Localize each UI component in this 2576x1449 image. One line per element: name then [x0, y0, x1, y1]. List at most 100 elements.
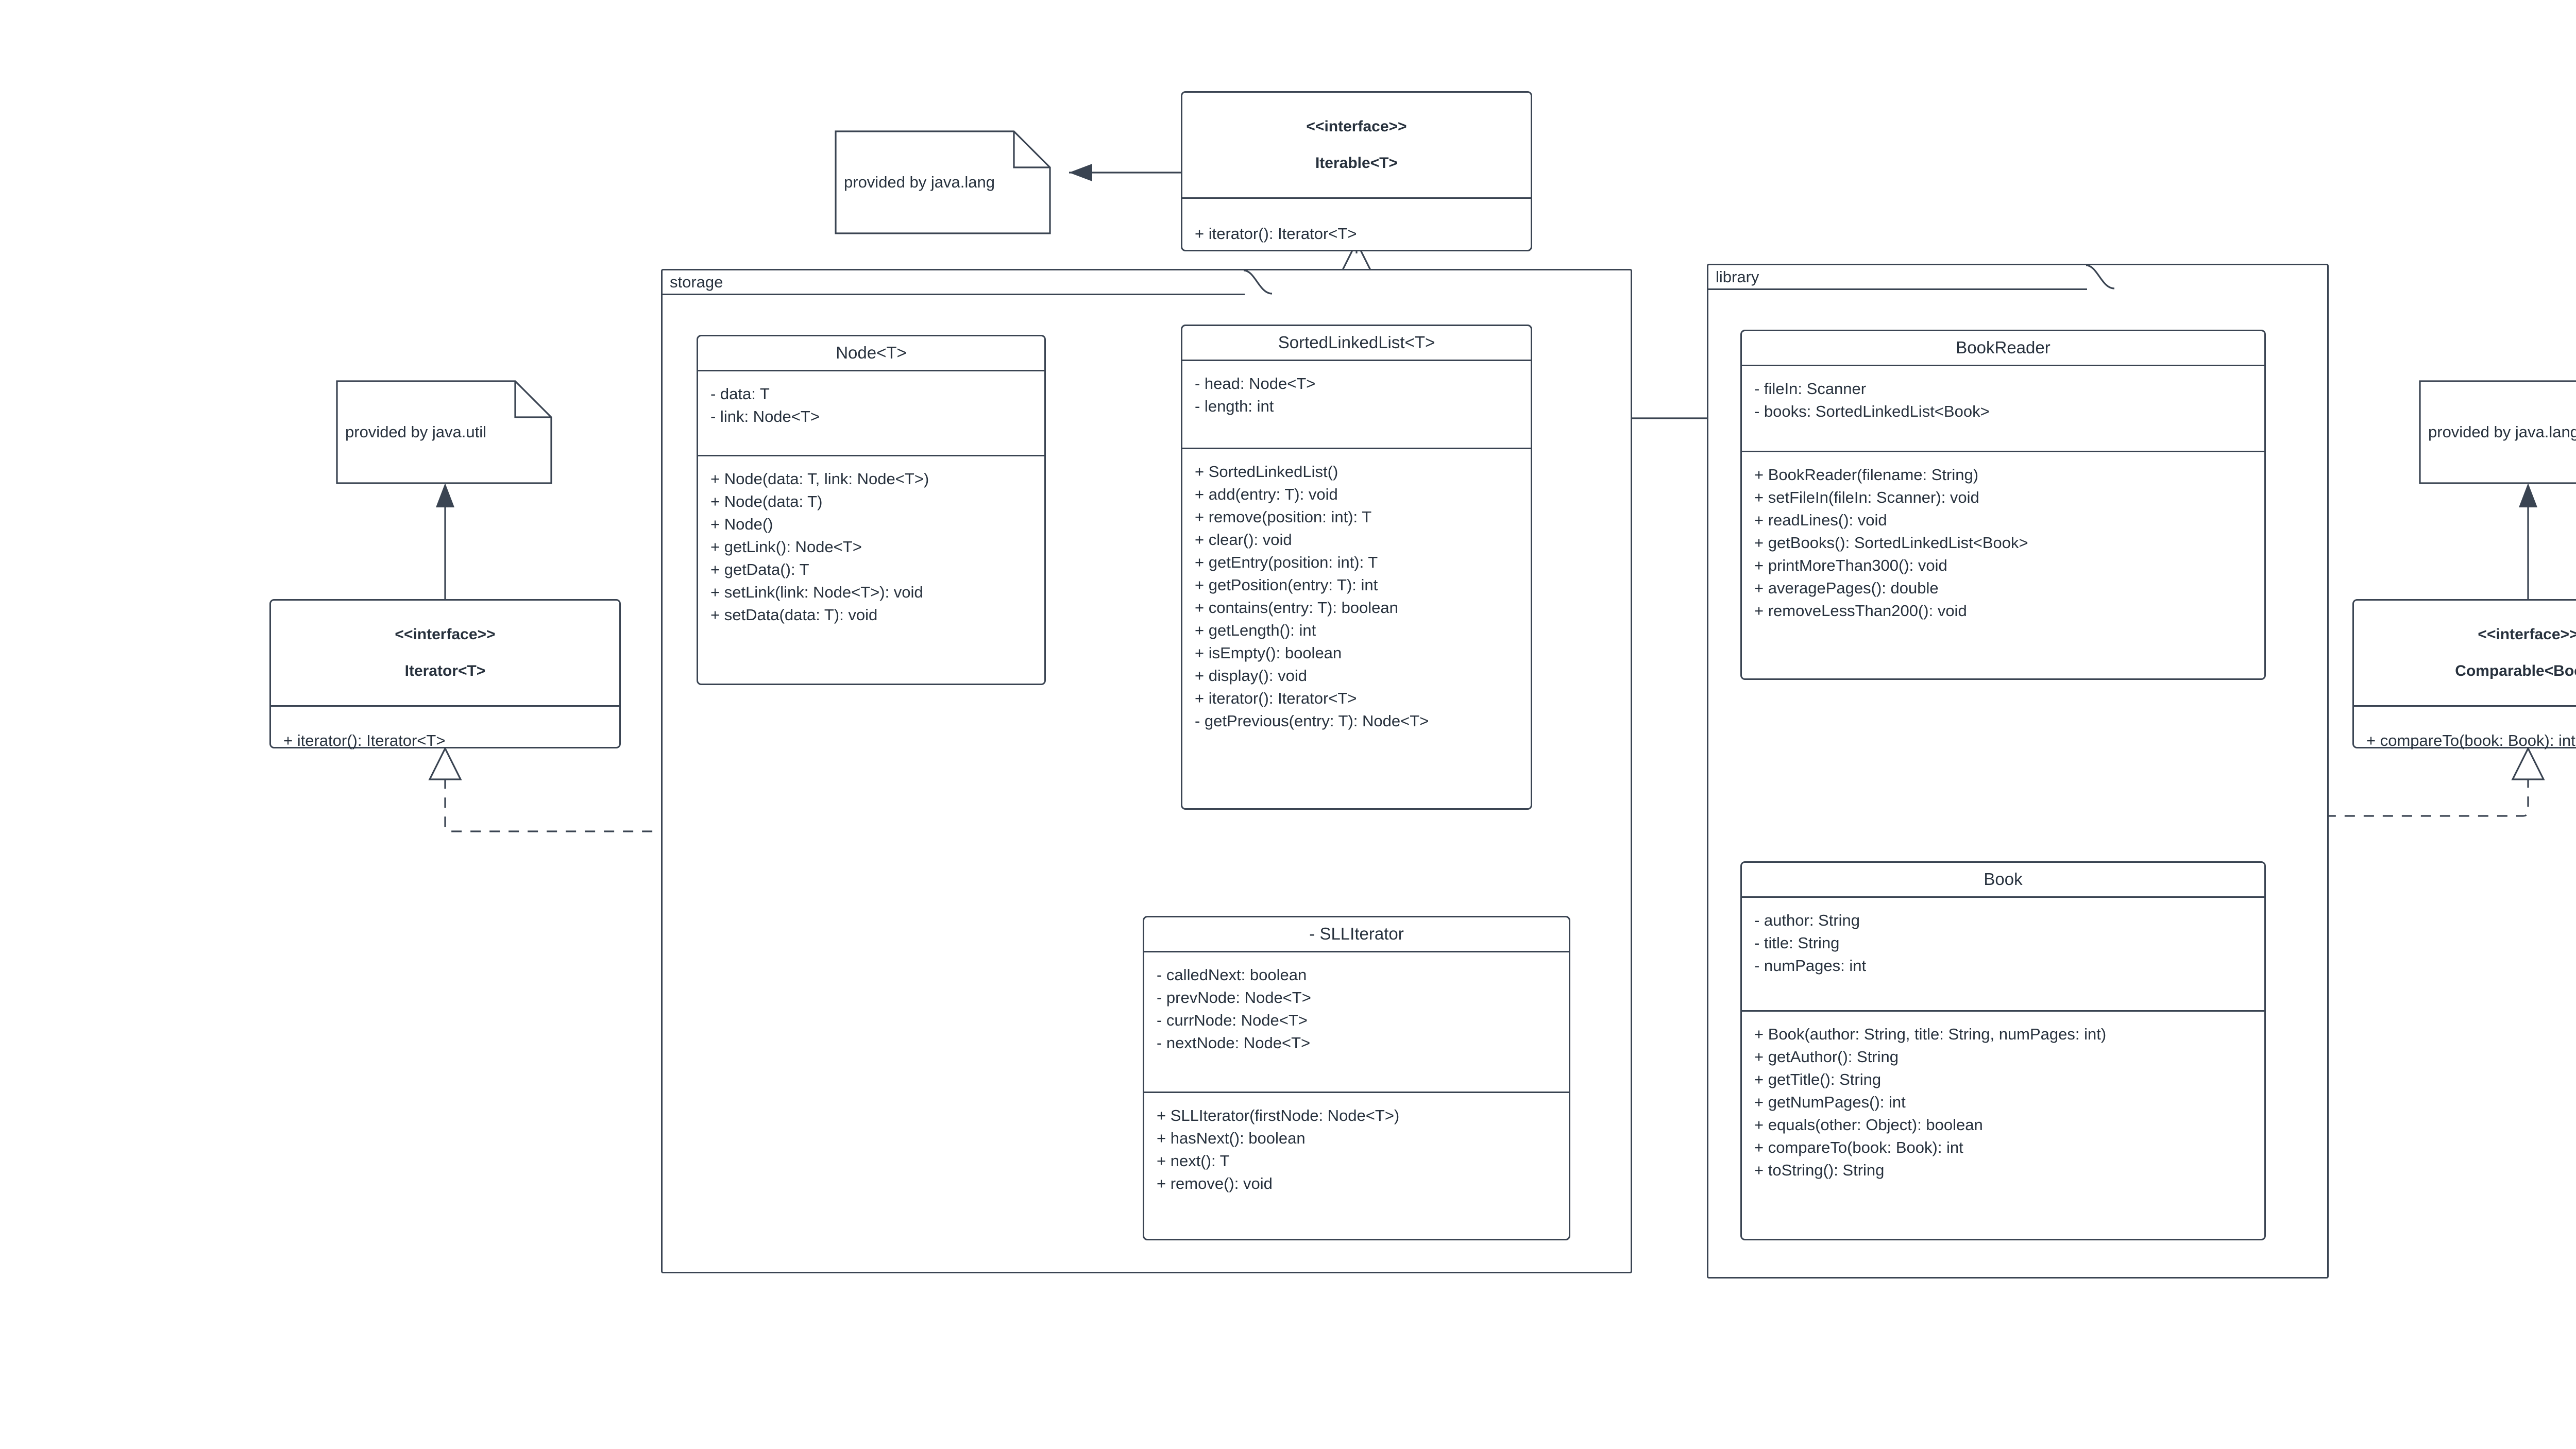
class-node-attributes: - data: T - link: Node<T> [698, 371, 1044, 455]
class-member: + SLLIterator(firstNode: Node<T>) [1157, 1106, 1400, 1124]
class-sortedlinkedlist-separator-2 [1182, 447, 1531, 449]
class-member: + getNumPages(): int [1754, 1093, 1906, 1111]
class-comparable-title: <<interface>> Comparable<Book> [2354, 601, 2576, 705]
class-member: - nextNode: Node<T> [1157, 1033, 1311, 1052]
class-member: + setData(data: T): void [710, 606, 878, 624]
class-member: - books: SortedLinkedList<Book> [1754, 402, 1990, 420]
class-iterable[interactable]: <<interface>> Iterable<T> + iterator(): … [1181, 91, 1532, 251]
class-member: - calledNext: boolean [1157, 965, 1307, 984]
class-comparable[interactable]: <<interface>> Comparable<Book> + compare… [2352, 599, 2576, 749]
class-slliterator-attributes: - calledNext: boolean - prevNode: Node<T… [1144, 952, 1569, 1092]
class-comparable-separator [2354, 705, 2576, 707]
class-bookreader-methods: + BookReader(filename: String) + setFile… [1742, 452, 2264, 634]
package-library-tab-slope [2086, 265, 2115, 289]
class-member: + hasNext(): boolean [1157, 1129, 1306, 1147]
class-node-separator-2 [698, 454, 1044, 456]
class-node[interactable]: Node<T> - data: T - link: Node<T> + Node… [697, 335, 1046, 685]
class-comparable-methods: + compareTo(book: Book): int [2354, 707, 2576, 763]
package-storage-tab-slope [1244, 270, 1273, 295]
class-node-separator-1 [698, 369, 1044, 371]
note-provided-by-java-lang-top: provided by java.lang [835, 130, 1051, 234]
class-member: + toString(): String [1754, 1161, 1885, 1180]
class-member: + getLink(): Node<T> [710, 537, 862, 556]
class-member: - getPrevious(entry: T): Node<T> [1195, 712, 1429, 730]
class-book-title: Book [1984, 870, 2023, 889]
class-member: + clear(): void [1195, 530, 1292, 549]
class-member: - link: Node<T> [710, 407, 820, 425]
class-member: + readLines(): void [1754, 510, 1887, 529]
class-member: + Node() [710, 515, 773, 533]
class-member: + iterator(): Iterator<T> [1195, 689, 1357, 708]
edge-iterable-to-note-java-lang [1069, 164, 1181, 181]
note-shape [835, 130, 1051, 234]
class-member: - fileIn: Scanner [1754, 379, 1867, 398]
note-provided-by-java-lang-right: provided by java.lang [2419, 380, 2576, 484]
class-member: - title: String [1754, 933, 1840, 952]
class-slliterator-title: - SLLIterator [1309, 924, 1404, 943]
class-bookreader-separator-1 [1742, 364, 2264, 366]
note-text: provided by java.util [345, 423, 486, 441]
class-book-attributes: - author: String - title: String - numPa… [1742, 898, 2264, 1010]
class-member: + getTitle(): String [1754, 1070, 1882, 1088]
class-slliterator[interactable]: - SLLIterator - calledNext: boolean - pr… [1143, 916, 1570, 1240]
class-member: + SortedLinkedList() [1195, 462, 1338, 481]
class-member: - numPages: int [1754, 956, 1867, 975]
class-member: + add(entry: T): void [1195, 485, 1338, 503]
edge-comparable-to-note-java-lang [2519, 483, 2537, 599]
class-member: + averagePages(): double [1754, 579, 1939, 598]
class-bookreader[interactable]: BookReader - fileIn: Scanner - books: So… [1740, 330, 2266, 680]
class-bookreader-separator-2 [1742, 450, 2264, 452]
class-member: + getAuthor(): String [1754, 1047, 1899, 1066]
class-book-separator-1 [1742, 896, 2264, 898]
class-iterable-stereotype: <<interface>> [1306, 118, 1407, 135]
class-node-methods: + Node(data: T, link: Node<T>) + Node(da… [698, 456, 1044, 638]
note-shape [336, 380, 552, 484]
class-iterator-separator [271, 705, 619, 707]
class-bookreader-title: BookReader [1956, 338, 2050, 357]
class-member: + setLink(link: Node<T>): void [710, 583, 923, 602]
class-iterator-name: Iterator<T> [404, 662, 486, 680]
class-member: + removeLessThan200(): void [1754, 602, 1967, 620]
class-member: + Node(data: T) [710, 492, 823, 510]
note-shape [2419, 380, 2576, 484]
note-text: provided by java.lang [844, 173, 995, 191]
class-book-separator-2 [1742, 1010, 2264, 1012]
class-member: + next(): T [1157, 1151, 1230, 1170]
class-member: + getEntry(position: int): T [1195, 553, 1378, 571]
class-iterator-title: <<interface>> Iterator<T> [271, 601, 619, 705]
class-sortedlinkedlist-methods: + SortedLinkedList() + add(entry: T): vo… [1182, 449, 1531, 744]
class-iterator[interactable]: <<interface>> Iterator<T> + iterator(): … [269, 599, 621, 749]
class-member: + compareTo(book: Book): int [1754, 1138, 1963, 1157]
class-member: + setFileIn(fileIn: Scanner): void [1754, 488, 1979, 506]
class-member: + compareTo(book: Book): int [2366, 731, 2575, 749]
class-slliterator-separator-1 [1144, 950, 1569, 952]
class-iterator-stereotype: <<interface>> [395, 626, 496, 643]
class-member: + equals(other: Object): boolean [1754, 1116, 1983, 1134]
package-storage-tab: storage [663, 270, 1245, 295]
class-member: + iterator(): Iterator<T> [1195, 224, 1357, 243]
class-member: + getData(): T [710, 560, 809, 578]
class-bookreader-attributes: - fileIn: Scanner - books: SortedLinkedL… [1742, 366, 2264, 451]
package-library-tab: library [1708, 265, 2087, 290]
class-sortedlinkedlist-separator-1 [1182, 359, 1531, 361]
class-member: + iterator(): Iterator<T> [283, 731, 446, 749]
class-book[interactable]: Book - author: String - title: String - … [1740, 861, 2266, 1240]
class-sortedlinkedlist-title: SortedLinkedList<T> [1278, 333, 1435, 352]
class-node-title: Node<T> [836, 343, 907, 362]
class-iterable-title: <<interface>> Iterable<T> [1182, 93, 1531, 197]
class-member: + remove(): void [1157, 1174, 1273, 1192]
class-book-methods: + Book(author: String, title: String, nu… [1742, 1012, 2264, 1193]
edge-iterator-to-note-java-util [436, 483, 454, 599]
class-member: + Book(author: String, title: String, nu… [1754, 1025, 2107, 1043]
class-member: - prevNode: Node<T> [1157, 988, 1311, 1007]
class-member: + getBooks(): SortedLinkedList<Book> [1754, 533, 2028, 552]
class-sortedlinkedlist-attributes: - head: Node<T> - length: int [1182, 361, 1531, 448]
class-sortedlinkedlist[interactable]: SortedLinkedList<T> - head: Node<T> - le… [1181, 325, 1532, 810]
package-library-label: library [1716, 268, 1759, 286]
class-slliterator-separator-2 [1144, 1091, 1569, 1093]
class-member: - currNode: Node<T> [1157, 1011, 1308, 1029]
class-member: - author: String [1754, 911, 1860, 929]
class-slliterator-methods: + SLLIterator(firstNode: Node<T>) + hasN… [1144, 1093, 1569, 1206]
class-member: - data: T [710, 384, 770, 403]
